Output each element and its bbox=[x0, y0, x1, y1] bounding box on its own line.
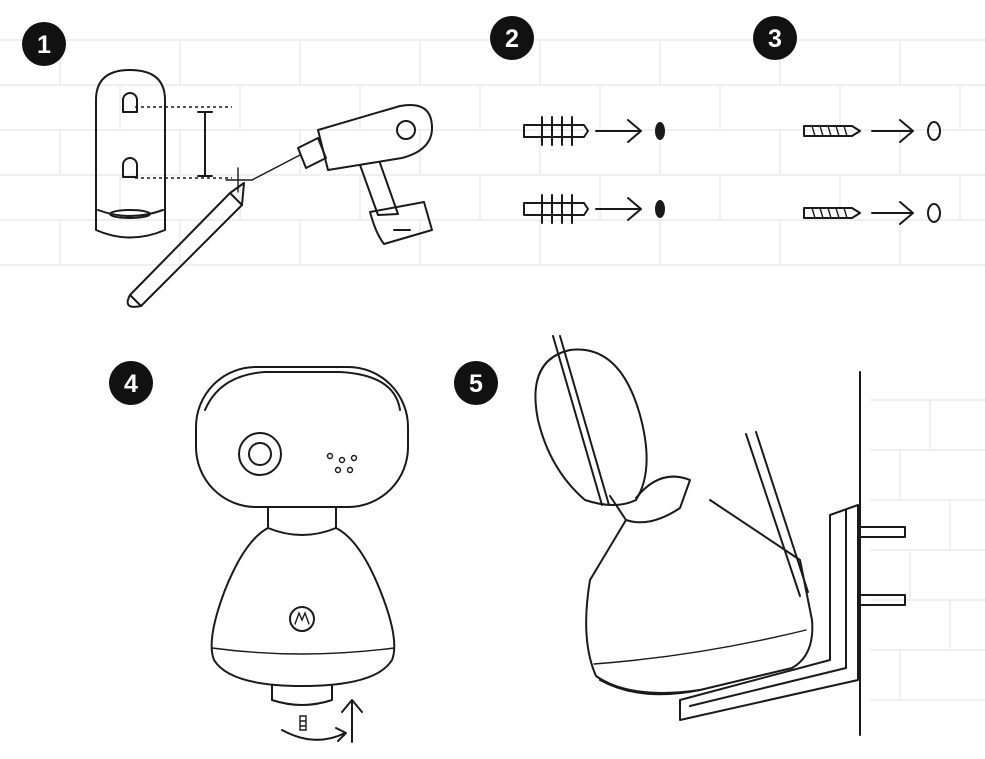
step-5: 5 bbox=[454, 335, 906, 736]
screw-top-icon bbox=[803, 119, 941, 143]
step-5-number: 5 bbox=[469, 370, 483, 398]
wall-anchor-top-icon bbox=[523, 116, 665, 146]
step-1-badge: 1 bbox=[22, 22, 66, 66]
wall-screws-icon bbox=[857, 526, 906, 606]
step-3-number: 3 bbox=[768, 25, 782, 53]
step-2-number: 2 bbox=[505, 25, 519, 53]
step-1-number: 1 bbox=[37, 31, 51, 59]
step-1: 1 bbox=[22, 22, 433, 308]
wall-anchor-bottom-icon bbox=[523, 194, 665, 224]
step-4-badge: 4 bbox=[109, 361, 153, 405]
brick-wall-background-right bbox=[870, 399, 985, 701]
screw-bottom-icon bbox=[803, 201, 941, 225]
camera-side-mounted-icon bbox=[534, 335, 814, 696]
drill-icon bbox=[251, 104, 433, 245]
step-5-badge: 5 bbox=[454, 361, 498, 405]
pencil-icon bbox=[126, 182, 245, 308]
step-3: 3 bbox=[753, 16, 941, 225]
step-4-number: 4 bbox=[124, 370, 138, 398]
step-2-badge: 2 bbox=[490, 16, 534, 60]
step-4: 4 bbox=[109, 361, 409, 743]
step-3-badge: 3 bbox=[753, 16, 797, 60]
mounting-bracket-icon bbox=[679, 504, 859, 721]
camera-front-icon bbox=[195, 366, 409, 743]
step-2: 2 bbox=[490, 16, 665, 224]
mount-template-icon bbox=[95, 69, 253, 239]
